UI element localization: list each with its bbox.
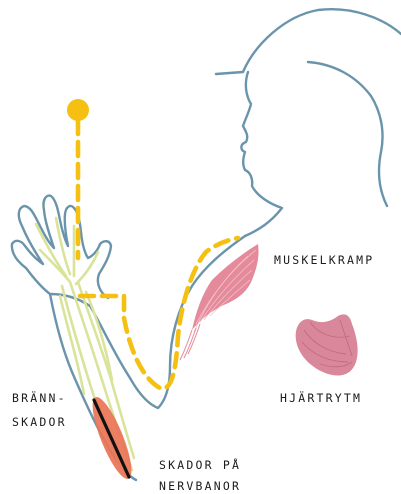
head-outline bbox=[216, 9, 401, 236]
muscle-illustration bbox=[180, 244, 259, 360]
label-heart-rhythm: HJÄRTRYTM bbox=[280, 390, 362, 405]
current-source-point bbox=[67, 99, 89, 121]
label-nerve-damage-line2: NERVBANOR bbox=[159, 479, 241, 493]
label-muscle-cramp: MUSKELKRAMP bbox=[274, 253, 374, 267]
heart-illustration bbox=[296, 314, 358, 375]
burn-injury bbox=[85, 393, 138, 483]
label-burns-line2: SKADOR bbox=[12, 415, 67, 429]
label-nerve-damage-line1: SKADOR PÅ bbox=[159, 457, 241, 472]
label-burns-line1: BRÄNN- bbox=[12, 390, 67, 405]
human-outline bbox=[12, 9, 401, 480]
